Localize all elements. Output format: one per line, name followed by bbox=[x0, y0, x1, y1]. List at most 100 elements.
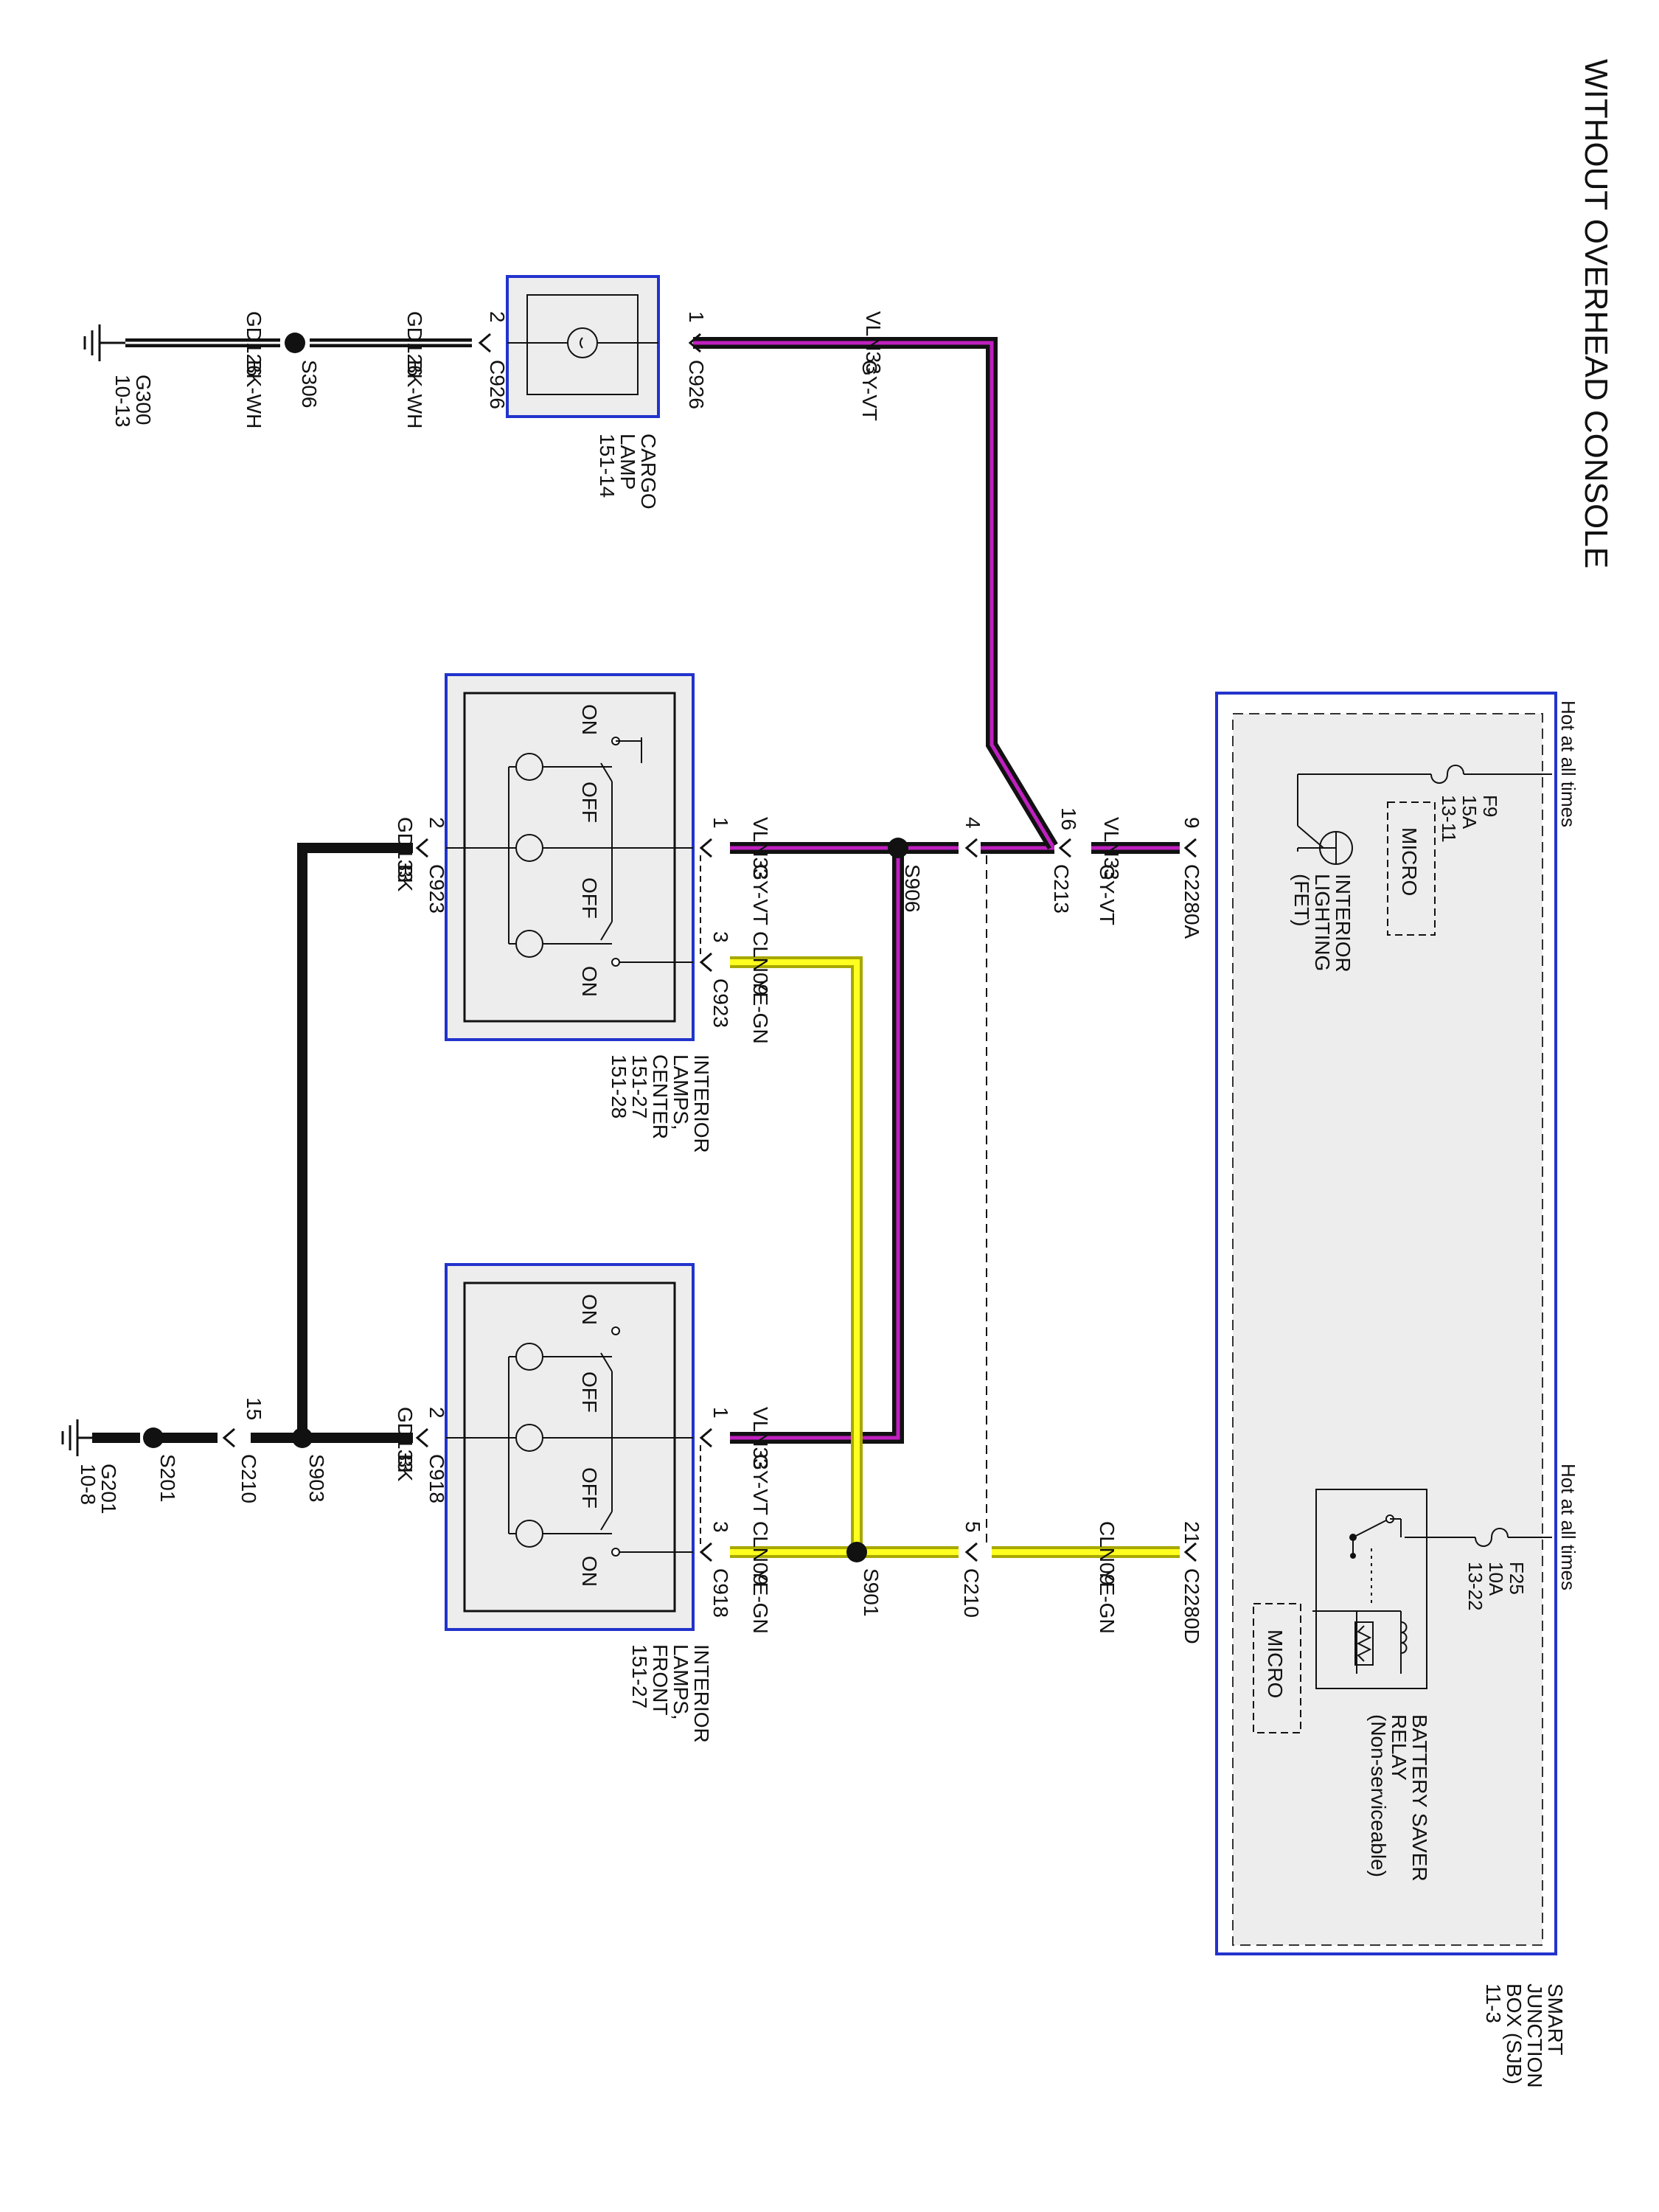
micro-top-box bbox=[1387, 801, 1436, 936]
vln33-front-label: VLN33 bbox=[749, 1407, 772, 1470]
bulb-icon bbox=[515, 1424, 543, 1452]
g300-ref: 10-13 bbox=[111, 375, 134, 428]
f9-rating: 15A bbox=[1458, 795, 1481, 830]
cargo-lamp-label-1: CARGO bbox=[637, 434, 660, 509]
vln33-sjb-label: VLN33 bbox=[1100, 817, 1123, 880]
c926-pin-1: 1 bbox=[685, 311, 708, 323]
bulb-icon bbox=[567, 327, 598, 358]
f9-label: F9 bbox=[1479, 795, 1501, 817]
bk-wh-left-label: BK-WH bbox=[243, 360, 265, 428]
vln33-cargo-label: VLN33 bbox=[862, 311, 885, 375]
front-lamps-label-2: LAMPS, bbox=[669, 1644, 692, 1720]
front-on-right: ON bbox=[578, 1556, 601, 1587]
c918-2-label: C918 bbox=[425, 1454, 448, 1503]
interior-lighting-label-2: LIGHTING bbox=[1311, 874, 1334, 971]
gy-vt-center-label: GY-VT bbox=[749, 864, 772, 925]
cln09-sjb-label: CLN09 bbox=[1096, 1521, 1119, 1585]
micro-bottom-box bbox=[1253, 1603, 1301, 1733]
splice-s903 bbox=[292, 1427, 313, 1448]
splice-s901 bbox=[846, 1542, 867, 1562]
c2280d-label: C2280D bbox=[1180, 1568, 1203, 1644]
battery-saver-label-3: (Non-serviceable) bbox=[1367, 1714, 1390, 1877]
front-off-right: OFF bbox=[578, 1467, 601, 1509]
front-lamps-label-1: INTERIOR bbox=[690, 1644, 713, 1743]
sjb-label-1: SMART bbox=[1544, 1983, 1567, 2056]
g201-ref: 10-8 bbox=[77, 1464, 100, 1505]
c210-label: C210 bbox=[960, 1568, 983, 1618]
front-lamps-label-4: 151-27 bbox=[628, 1644, 651, 1708]
gy-vt-sjb-label: GY-VT bbox=[1096, 864, 1119, 925]
center-off-right: OFF bbox=[578, 877, 601, 919]
center-off-left: OFF bbox=[578, 782, 601, 823]
micro-top-label: MICRO bbox=[1398, 827, 1421, 896]
fet-transistor-icon bbox=[1297, 825, 1353, 865]
front-off-left: OFF bbox=[578, 1371, 601, 1413]
bulb-icon bbox=[515, 930, 543, 958]
g300-label: G300 bbox=[132, 375, 155, 425]
g201-label: G201 bbox=[97, 1464, 120, 1514]
ye-gn-front-label: YE-GN bbox=[749, 1568, 772, 1634]
center-lamps-label-4: 151-27 bbox=[628, 1054, 651, 1119]
wire-gd133-bk bbox=[77, 843, 413, 1443]
hot-at-all-times-bottom: Hot at all times bbox=[1557, 1464, 1579, 1590]
c213-pin-4: 4 bbox=[961, 817, 984, 829]
center-lamps-label-1: INTERIOR bbox=[690, 1054, 713, 1153]
fuse-f9: F9 15A 13-11 bbox=[1297, 765, 1552, 843]
c213-pin-16: 16 bbox=[1057, 807, 1080, 830]
cargo-lamp-label-3: 151-14 bbox=[596, 434, 619, 498]
c918-pin-2: 2 bbox=[425, 1407, 448, 1419]
c210-pin-5: 5 bbox=[961, 1521, 984, 1533]
gd126-left-label: GD126 bbox=[243, 311, 265, 377]
c923-pin-2: 2 bbox=[425, 817, 448, 829]
splice-s906 bbox=[888, 838, 908, 858]
center-lamps-label-2: LAMPS, bbox=[669, 1054, 692, 1130]
wire-cln09-ye-gn bbox=[730, 956, 1180, 1558]
s201-label: S201 bbox=[156, 1454, 179, 1502]
bulb-icon bbox=[515, 753, 543, 781]
c2280a-pin: 9 bbox=[1180, 817, 1203, 829]
interior-lighting-label-3: (FET) bbox=[1290, 874, 1313, 927]
gd126-right-label: GD126 bbox=[403, 311, 426, 377]
sjb-label-3: BOX (SJB) bbox=[1503, 1983, 1526, 2084]
micro-bottom-label: MICRO bbox=[1264, 1630, 1287, 1698]
smart-junction-box: Hot at all times Hot at all times F9 15A… bbox=[1215, 692, 1579, 1955]
center-on-left: ON bbox=[578, 704, 601, 735]
c918-pin-3: 3 bbox=[709, 1521, 732, 1533]
c2280a-label: C2280A bbox=[1180, 864, 1203, 939]
page-title: WITHOUT OVERHEAD CONSOLE bbox=[1578, 59, 1614, 568]
c210-gnd-label: C210 bbox=[237, 1454, 260, 1503]
c926-2-label: C926 bbox=[486, 360, 509, 409]
f25-ref: 13-22 bbox=[1464, 1562, 1486, 1611]
center-on-right: ON bbox=[578, 966, 601, 997]
s906-label: S906 bbox=[901, 864, 924, 912]
f25-rating: 10A bbox=[1485, 1562, 1507, 1596]
s901-label: S901 bbox=[860, 1568, 883, 1616]
front-on-left: ON bbox=[578, 1294, 601, 1325]
s306-label: S306 bbox=[298, 360, 321, 408]
gd133-center-label: GD133 bbox=[394, 817, 417, 883]
s903-label: S903 bbox=[305, 1454, 328, 1502]
sjb-label-4: 11-3 bbox=[1482, 1983, 1505, 2023]
battery-saver-label-2: RELAY bbox=[1388, 1714, 1411, 1781]
center-lamps-label-3: CENTER bbox=[649, 1054, 672, 1139]
bk-center-label: BK bbox=[394, 864, 417, 892]
c923-pin-3: 3 bbox=[709, 931, 732, 943]
ye-gn-center-label: YE-GN bbox=[749, 978, 772, 1044]
sjb-label-2: JUNCTION bbox=[1523, 1983, 1546, 2088]
ye-gn-sjb-label: YE-GN bbox=[1096, 1568, 1119, 1634]
bulb-icon bbox=[515, 1343, 543, 1371]
splice-s306 bbox=[285, 333, 305, 353]
cargo-lamp bbox=[506, 275, 660, 418]
gd133-front-label: GD133 bbox=[394, 1407, 417, 1472]
c926-pin-2: 2 bbox=[486, 311, 509, 323]
f25-label: F25 bbox=[1506, 1562, 1528, 1595]
cln09-front-label: CLN09 bbox=[749, 1521, 772, 1585]
c2280d-pin: 21 bbox=[1180, 1521, 1203, 1544]
interior-lighting-label-1: INTERIOR bbox=[1332, 874, 1354, 973]
front-lamps-label-3: FRONT bbox=[649, 1644, 672, 1715]
c918-3-label: C918 bbox=[709, 1568, 732, 1618]
battery-saver-relay bbox=[1312, 1489, 1427, 1689]
interior-lamps-center bbox=[445, 673, 701, 1041]
ground-g201-icon bbox=[61, 1419, 79, 1456]
